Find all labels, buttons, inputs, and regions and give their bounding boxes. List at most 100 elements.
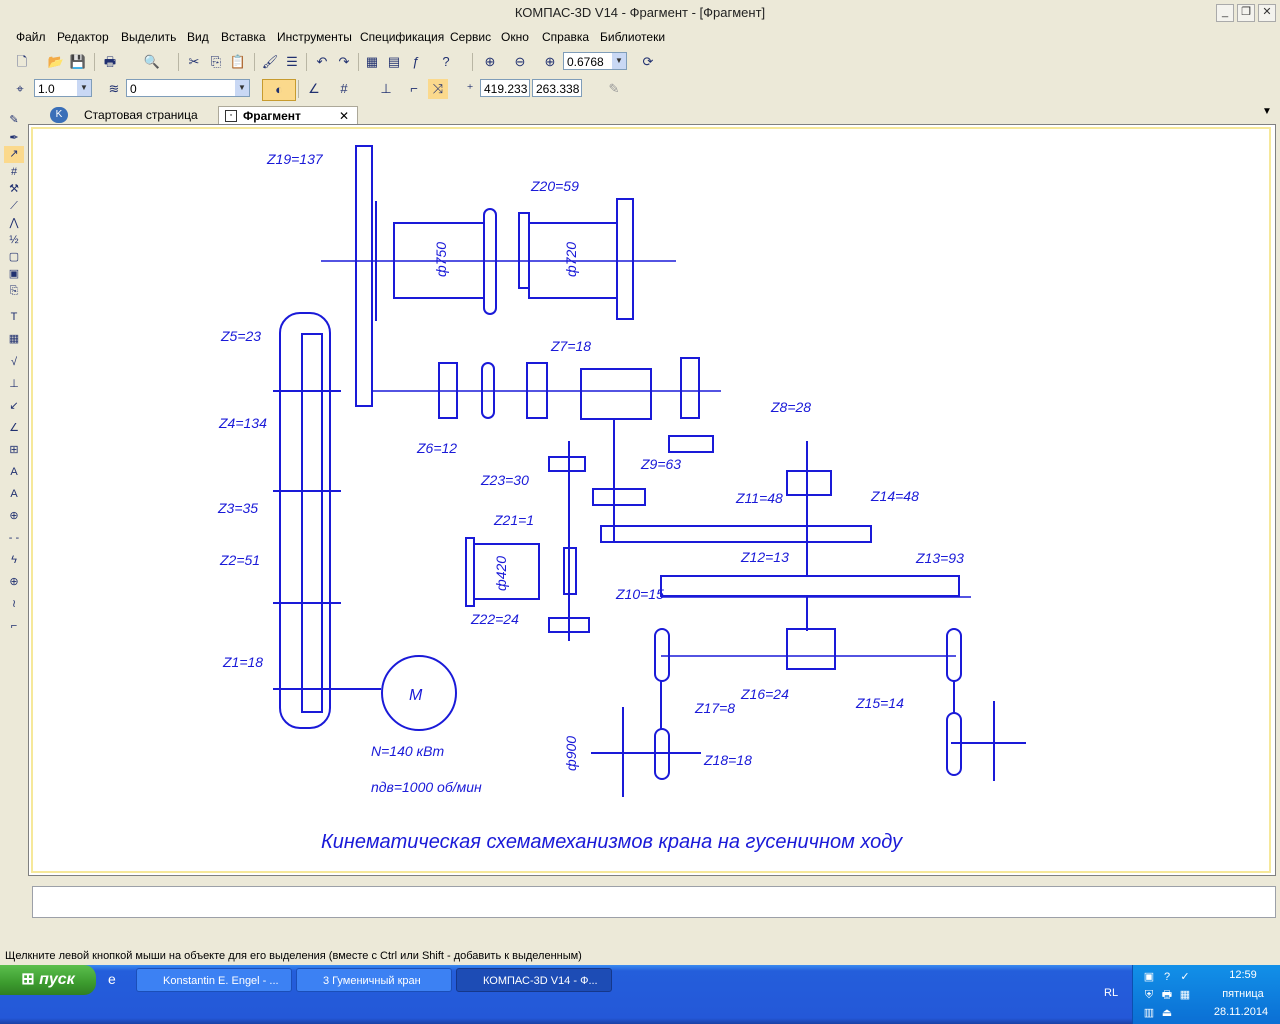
properties-icon[interactable]: ☰ bbox=[286, 54, 298, 69]
update-icon[interactable]: ✓ bbox=[1180, 971, 1190, 983]
tab-fragment[interactable]: ▫ Фрагмент ✕ bbox=[218, 106, 358, 124]
local-cs-icon[interactable]: ∠ bbox=[308, 81, 320, 96]
corner-icon[interactable]: ⌐ bbox=[10, 620, 18, 632]
printer-icon[interactable]: 🖶 bbox=[1161, 989, 1173, 1001]
menu-editor[interactable]: Редактор bbox=[57, 30, 109, 44]
start-button[interactable]: ⊞ пуск bbox=[0, 965, 96, 995]
menu-tools[interactable]: Инструменты bbox=[277, 30, 352, 44]
lightning-icon[interactable]: ϟ bbox=[11, 554, 17, 566]
chevron-down-icon[interactable]: ▼ bbox=[77, 80, 91, 96]
chevron-down-icon[interactable]: ▼ bbox=[612, 53, 626, 69]
zoom-scale-icon[interactable]: ⊕ bbox=[544, 54, 556, 69]
param-icon[interactable]: ⋀ bbox=[9, 217, 19, 229]
pen-icon[interactable]: ✒ bbox=[9, 132, 19, 144]
measure-icon[interactable]: ½ bbox=[9, 234, 19, 246]
text-icon[interactable]: T bbox=[10, 311, 18, 323]
task-browser[interactable]: Konstantin E. Engel - ... bbox=[136, 968, 292, 992]
new-file-icon[interactable]: 🗋 bbox=[16, 54, 28, 69]
menu-specification[interactable]: Спецификация bbox=[360, 30, 445, 44]
restore-button[interactable]: ❐ bbox=[1237, 4, 1255, 22]
hammer-icon[interactable]: ⚒ bbox=[9, 183, 19, 195]
variables-icon[interactable]: ▤ bbox=[387, 54, 401, 69]
menu-file[interactable]: Файл bbox=[16, 30, 46, 44]
print-icon[interactable]: 🖶 bbox=[103, 54, 117, 69]
task-folder[interactable]: 3 Гуменичный кран bbox=[296, 968, 452, 992]
open-folder-icon[interactable]: 📂 bbox=[47, 54, 65, 69]
base-icon[interactable]: ⊥ bbox=[9, 378, 19, 390]
close-icon[interactable]: ✕ bbox=[338, 109, 349, 123]
grid-icon[interactable]: # bbox=[340, 81, 348, 96]
format-painter-icon[interactable]: 🖌 bbox=[261, 54, 279, 69]
task-kompas[interactable]: КОМПАС-3D V14 - Ф... bbox=[456, 968, 612, 992]
network-icon[interactable]: ▣ bbox=[1143, 971, 1155, 983]
properties-panel[interactable] bbox=[32, 886, 1276, 918]
save-icon[interactable]: 💾 bbox=[69, 54, 87, 69]
undo-icon[interactable]: ↶ bbox=[316, 54, 328, 69]
snap-step-icon[interactable]: ⌐ bbox=[410, 81, 418, 96]
close-button[interactable]: ✕ bbox=[1258, 4, 1276, 22]
dimensions-icon[interactable]: ↗ bbox=[4, 146, 24, 163]
refresh-icon[interactable]: ⟳ bbox=[642, 54, 654, 69]
reports-icon[interactable]: ⎘ bbox=[9, 285, 19, 297]
fx-icon[interactable]: ƒ bbox=[412, 54, 420, 69]
layers-icon[interactable]: ≋ bbox=[108, 81, 120, 96]
cut-icon[interactable]: ✂ bbox=[188, 54, 200, 69]
coord-y-field[interactable]: 263.338 bbox=[532, 79, 582, 97]
wave-icon[interactable]: ≀ bbox=[11, 598, 17, 610]
menu-libraries[interactable]: Библиотеки bbox=[600, 30, 666, 44]
leader-icon[interactable]: ↙ bbox=[9, 400, 19, 412]
zoom-window-icon[interactable]: ⊕ bbox=[484, 54, 496, 69]
ie-icon[interactable]: e bbox=[108, 971, 116, 987]
table-icon[interactable]: ▦ bbox=[8, 333, 20, 345]
coord-x-field[interactable]: 419.233 bbox=[480, 79, 530, 97]
language-indicator[interactable]: RL bbox=[1104, 987, 1119, 999]
display-icon[interactable]: ▦ bbox=[1179, 989, 1191, 1001]
menu-select[interactable]: Выделить bbox=[121, 30, 177, 44]
magnet-icon[interactable]: ⤨ bbox=[428, 79, 448, 99]
zoom-all-icon[interactable]: ⊖ bbox=[514, 54, 526, 69]
centerline-icon[interactable]: - - bbox=[8, 532, 20, 544]
usb-icon[interactable]: ⏏ bbox=[1161, 1007, 1173, 1019]
symbols-icon[interactable]: # bbox=[10, 166, 18, 178]
clock-time[interactable]: 12:59 bbox=[1229, 969, 1257, 981]
manager-icon[interactable]: ▦ bbox=[365, 54, 379, 69]
select-icon[interactable]: ▢ bbox=[8, 251, 20, 263]
help-pointer-icon[interactable]: ? bbox=[442, 54, 450, 69]
label-z6: Z6=12 bbox=[416, 440, 457, 456]
minimize-button[interactable]: _ bbox=[1216, 4, 1234, 22]
spec-icon[interactable]: ▣ bbox=[8, 268, 20, 280]
crosshair-icon[interactable]: ⊕ bbox=[9, 576, 19, 588]
tolerance-icon[interactable]: ∠ bbox=[9, 422, 19, 434]
chevron-down-icon[interactable]: ▼ bbox=[1262, 106, 1272, 117]
edit-icon[interactable]: ⟋ bbox=[10, 200, 18, 212]
color-icon[interactable]: ◐ bbox=[262, 79, 296, 101]
preview-icon[interactable]: 🔍 bbox=[143, 54, 161, 69]
ortho-icon[interactable]: ⊥ bbox=[380, 81, 392, 96]
paste-icon[interactable]: 📋 bbox=[229, 54, 247, 69]
shield-icon[interactable]: ⛨ bbox=[1144, 989, 1154, 1001]
scale-value: 1.0 bbox=[38, 82, 55, 96]
menu-insert[interactable]: Вставка bbox=[221, 30, 266, 44]
drawing-canvas[interactable]: Z19=137 Z20=59 Z5=23 Z7=18 Z8=28 Z4=134 … bbox=[28, 124, 1276, 876]
section-icon[interactable]: A bbox=[10, 488, 18, 500]
drive-icon[interactable]: ▥ bbox=[1143, 1007, 1155, 1019]
zoom-combo[interactable]: 0.6768 ▼ bbox=[563, 52, 627, 70]
scale-combo[interactable]: 1.0 ▼ bbox=[34, 79, 92, 97]
menu-service[interactable]: Сервис bbox=[450, 30, 492, 44]
copy-icon[interactable]: ⎘ bbox=[210, 54, 222, 69]
snap-icon[interactable]: ⌖ bbox=[16, 81, 24, 96]
help-icon[interactable]: ? bbox=[1163, 971, 1171, 983]
menu-window[interactable]: Окно bbox=[501, 30, 529, 44]
layer-combo[interactable]: 0 ▼ bbox=[126, 79, 250, 97]
eraser-icon[interactable]: ✎ bbox=[608, 81, 620, 96]
chevron-down-icon[interactable]: ▼ bbox=[235, 80, 249, 96]
position-icon[interactable]: ⊞ bbox=[9, 444, 19, 456]
axis-icon[interactable]: ⊕ bbox=[9, 510, 19, 522]
menu-help[interactable]: Справка bbox=[542, 30, 590, 44]
roughness-icon[interactable]: √ bbox=[10, 356, 18, 368]
geometry-icon[interactable]: ✎ bbox=[9, 114, 19, 126]
tab-start-page[interactable]: Стартовая страница bbox=[84, 108, 198, 122]
menu-view[interactable]: Вид bbox=[187, 30, 209, 44]
view-arrow-icon[interactable]: A bbox=[10, 466, 18, 478]
redo-icon[interactable]: ↷ bbox=[338, 54, 350, 69]
